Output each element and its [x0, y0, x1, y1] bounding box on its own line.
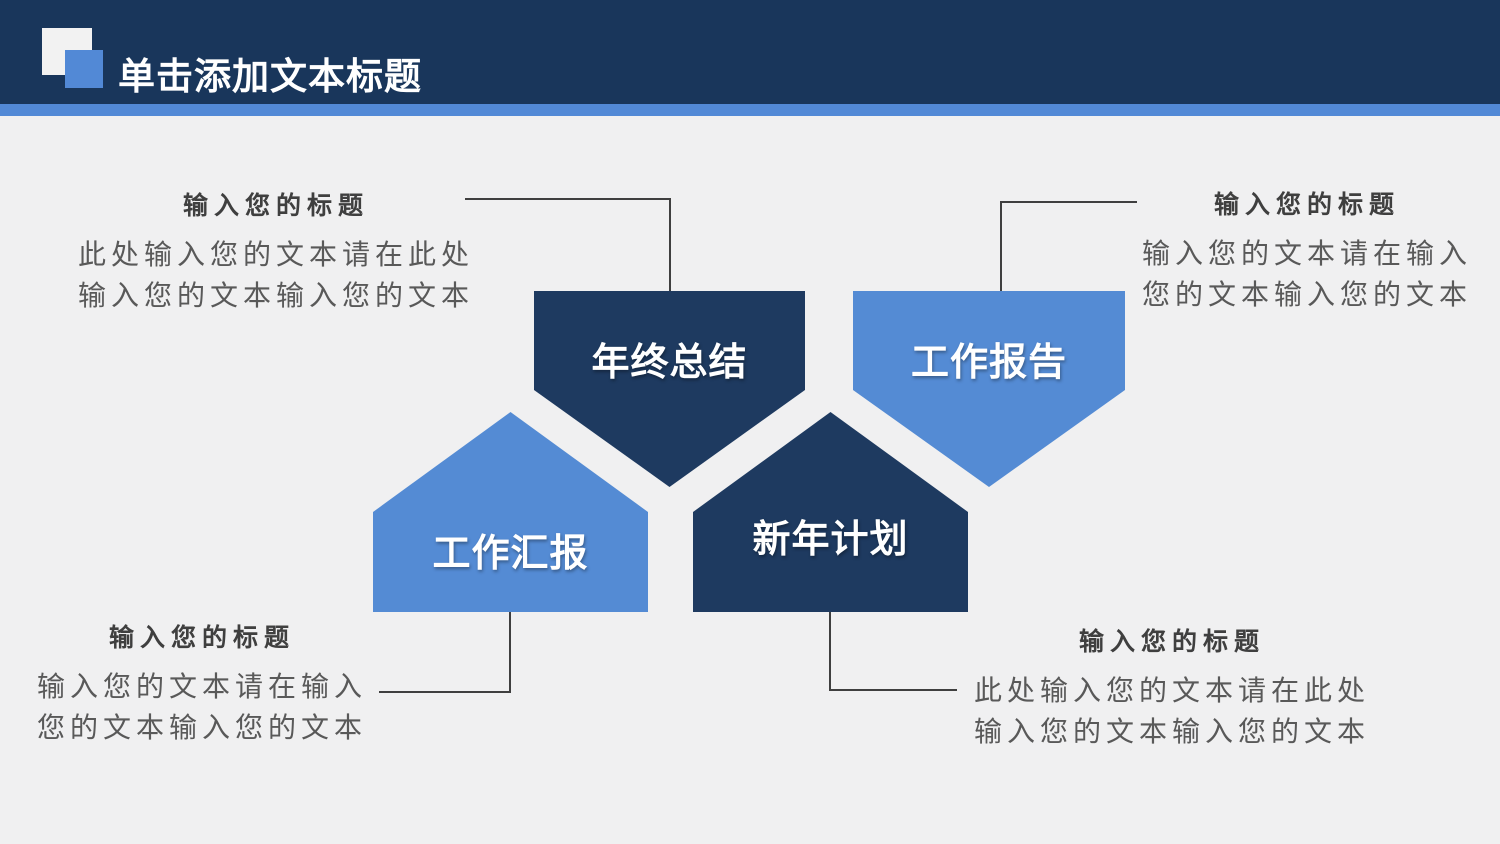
callout-top-right[interactable]: 输入您的标题 输入您的文本请在输入 您的文本输入您的文本	[1097, 191, 1500, 315]
callout-bottom-left[interactable]: 输入您的标题 输入您的文本请在输入 您的文本输入您的文本	[0, 624, 412, 748]
callout-body-line: 输入您的文本请在输入	[36, 671, 367, 702]
shape-label: 工作报告	[910, 342, 1067, 384]
page-title[interactable]: 单击添加文本标题	[118, 56, 422, 97]
connector-top-left	[465, 198, 671, 292]
logo	[42, 28, 104, 90]
callout-bottom-right[interactable]: 输入您的标题 此处输入您的文本请在此处 输入您的文本输入您的文本	[962, 628, 1382, 752]
header-bar	[0, 0, 1500, 104]
callout-body-line: 输入您的文本输入您的文本	[973, 716, 1370, 747]
shape-label: 年终总结	[591, 342, 748, 384]
callout-body-line: 此处输入您的文本请在此处	[973, 675, 1370, 706]
callout-body: 此处输入您的文本请在此处 输入您的文本输入您的文本	[66, 234, 486, 316]
callout-top-left[interactable]: 输入您的标题 此处输入您的文本请在此处 输入您的文本输入您的文本	[66, 192, 486, 316]
callout-title: 输入您的标题	[108, 624, 295, 652]
shape-label: 工作汇报	[432, 533, 589, 575]
callout-title: 输入您的标题	[182, 192, 369, 220]
logo-front-square-icon	[65, 50, 103, 88]
connector-bottom-right	[829, 611, 957, 691]
callout-body-line: 您的文本输入您的文本	[36, 712, 367, 743]
connector-top-right	[1000, 201, 1137, 292]
callout-body-line: 输入您的文本输入您的文本	[77, 280, 474, 311]
callout-body-line: 输入您的文本请在输入	[1141, 238, 1472, 269]
callout-body-line: 此处输入您的文本请在此处	[77, 239, 474, 270]
callout-body: 此处输入您的文本请在此处 输入您的文本输入您的文本	[962, 670, 1382, 752]
callout-title: 输入您的标题	[1213, 191, 1400, 219]
header-accent-stripe	[0, 104, 1500, 116]
callout-body: 输入您的文本请在输入 您的文本输入您的文本	[1097, 233, 1500, 315]
shape-label: 新年计划	[752, 519, 909, 561]
callout-title: 输入您的标题	[1078, 628, 1265, 656]
connector-bottom-left	[379, 611, 511, 693]
callout-body: 输入您的文本请在输入 您的文本输入您的文本	[0, 666, 412, 748]
callout-body-line: 您的文本输入您的文本	[1141, 279, 1472, 310]
